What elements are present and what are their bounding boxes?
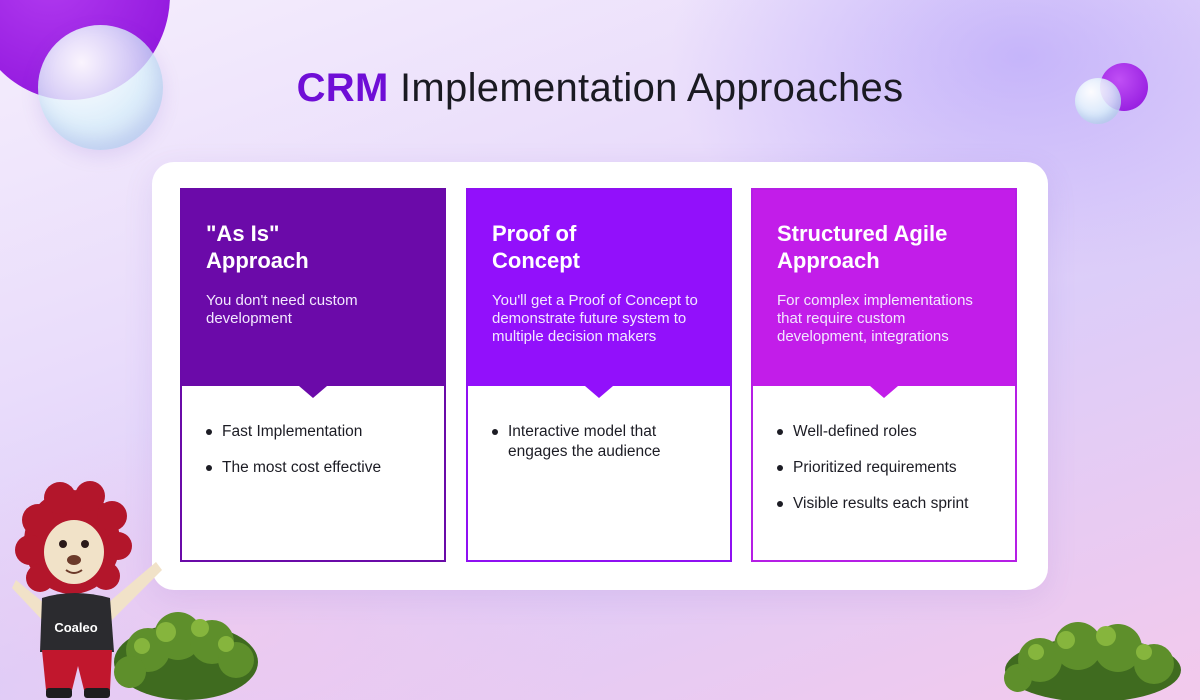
list-item: Well-defined roles bbox=[777, 422, 995, 442]
card-header: Proof of Concept You'll get a Proof of C… bbox=[468, 190, 730, 398]
list-item: The most cost effective bbox=[206, 458, 424, 478]
bush-illustration-left bbox=[114, 612, 258, 700]
page-title: CRM Implementation Approaches bbox=[0, 66, 1200, 111]
decorative-glass-bubble-small bbox=[1075, 78, 1121, 124]
list-item: Prioritized requirements bbox=[777, 458, 995, 478]
list-item: Interactive model that engages the audie… bbox=[492, 422, 710, 462]
card-description: You'll get a Proof of Concept to demonst… bbox=[492, 292, 698, 345]
card-benefits-list: Well-defined roles Prioritized requireme… bbox=[753, 386, 1015, 514]
list-item: Visible results each sprint bbox=[777, 494, 995, 514]
card-header: Structured Agile Approach For complex im… bbox=[753, 190, 1015, 398]
card-benefits-list: Interactive model that engages the audie… bbox=[468, 386, 730, 462]
approach-card-structured-agile: Structured Agile Approach For complex im… bbox=[751, 188, 1017, 562]
mascot-shirt-text: Coaleo bbox=[54, 620, 97, 635]
card-title: Structured Agile Approach bbox=[777, 221, 948, 273]
title-accent: CRM bbox=[296, 66, 389, 110]
decorative-glass-bubble bbox=[38, 25, 163, 150]
bush-illustration-right bbox=[1004, 622, 1181, 700]
list-item: Fast Implementation bbox=[206, 422, 424, 442]
card-description: You don't need custom development bbox=[206, 292, 358, 327]
approach-card-as-is: "As Is" Approach You don't need custom d… bbox=[180, 188, 446, 562]
card-description: For complex implementations that require… bbox=[777, 292, 973, 345]
card-header: "As Is" Approach You don't need custom d… bbox=[182, 190, 444, 398]
approach-card-proof-of-concept: Proof of Concept You'll get a Proof of C… bbox=[466, 188, 732, 562]
lion-mascot-illustration: Coaleo bbox=[12, 481, 162, 698]
card-benefits-list: Fast Implementation The most cost effect… bbox=[182, 386, 444, 478]
card-title: "As Is" Approach bbox=[206, 221, 309, 273]
card-title: Proof of Concept bbox=[492, 221, 580, 273]
title-rest: Implementation Approaches bbox=[388, 66, 904, 110]
